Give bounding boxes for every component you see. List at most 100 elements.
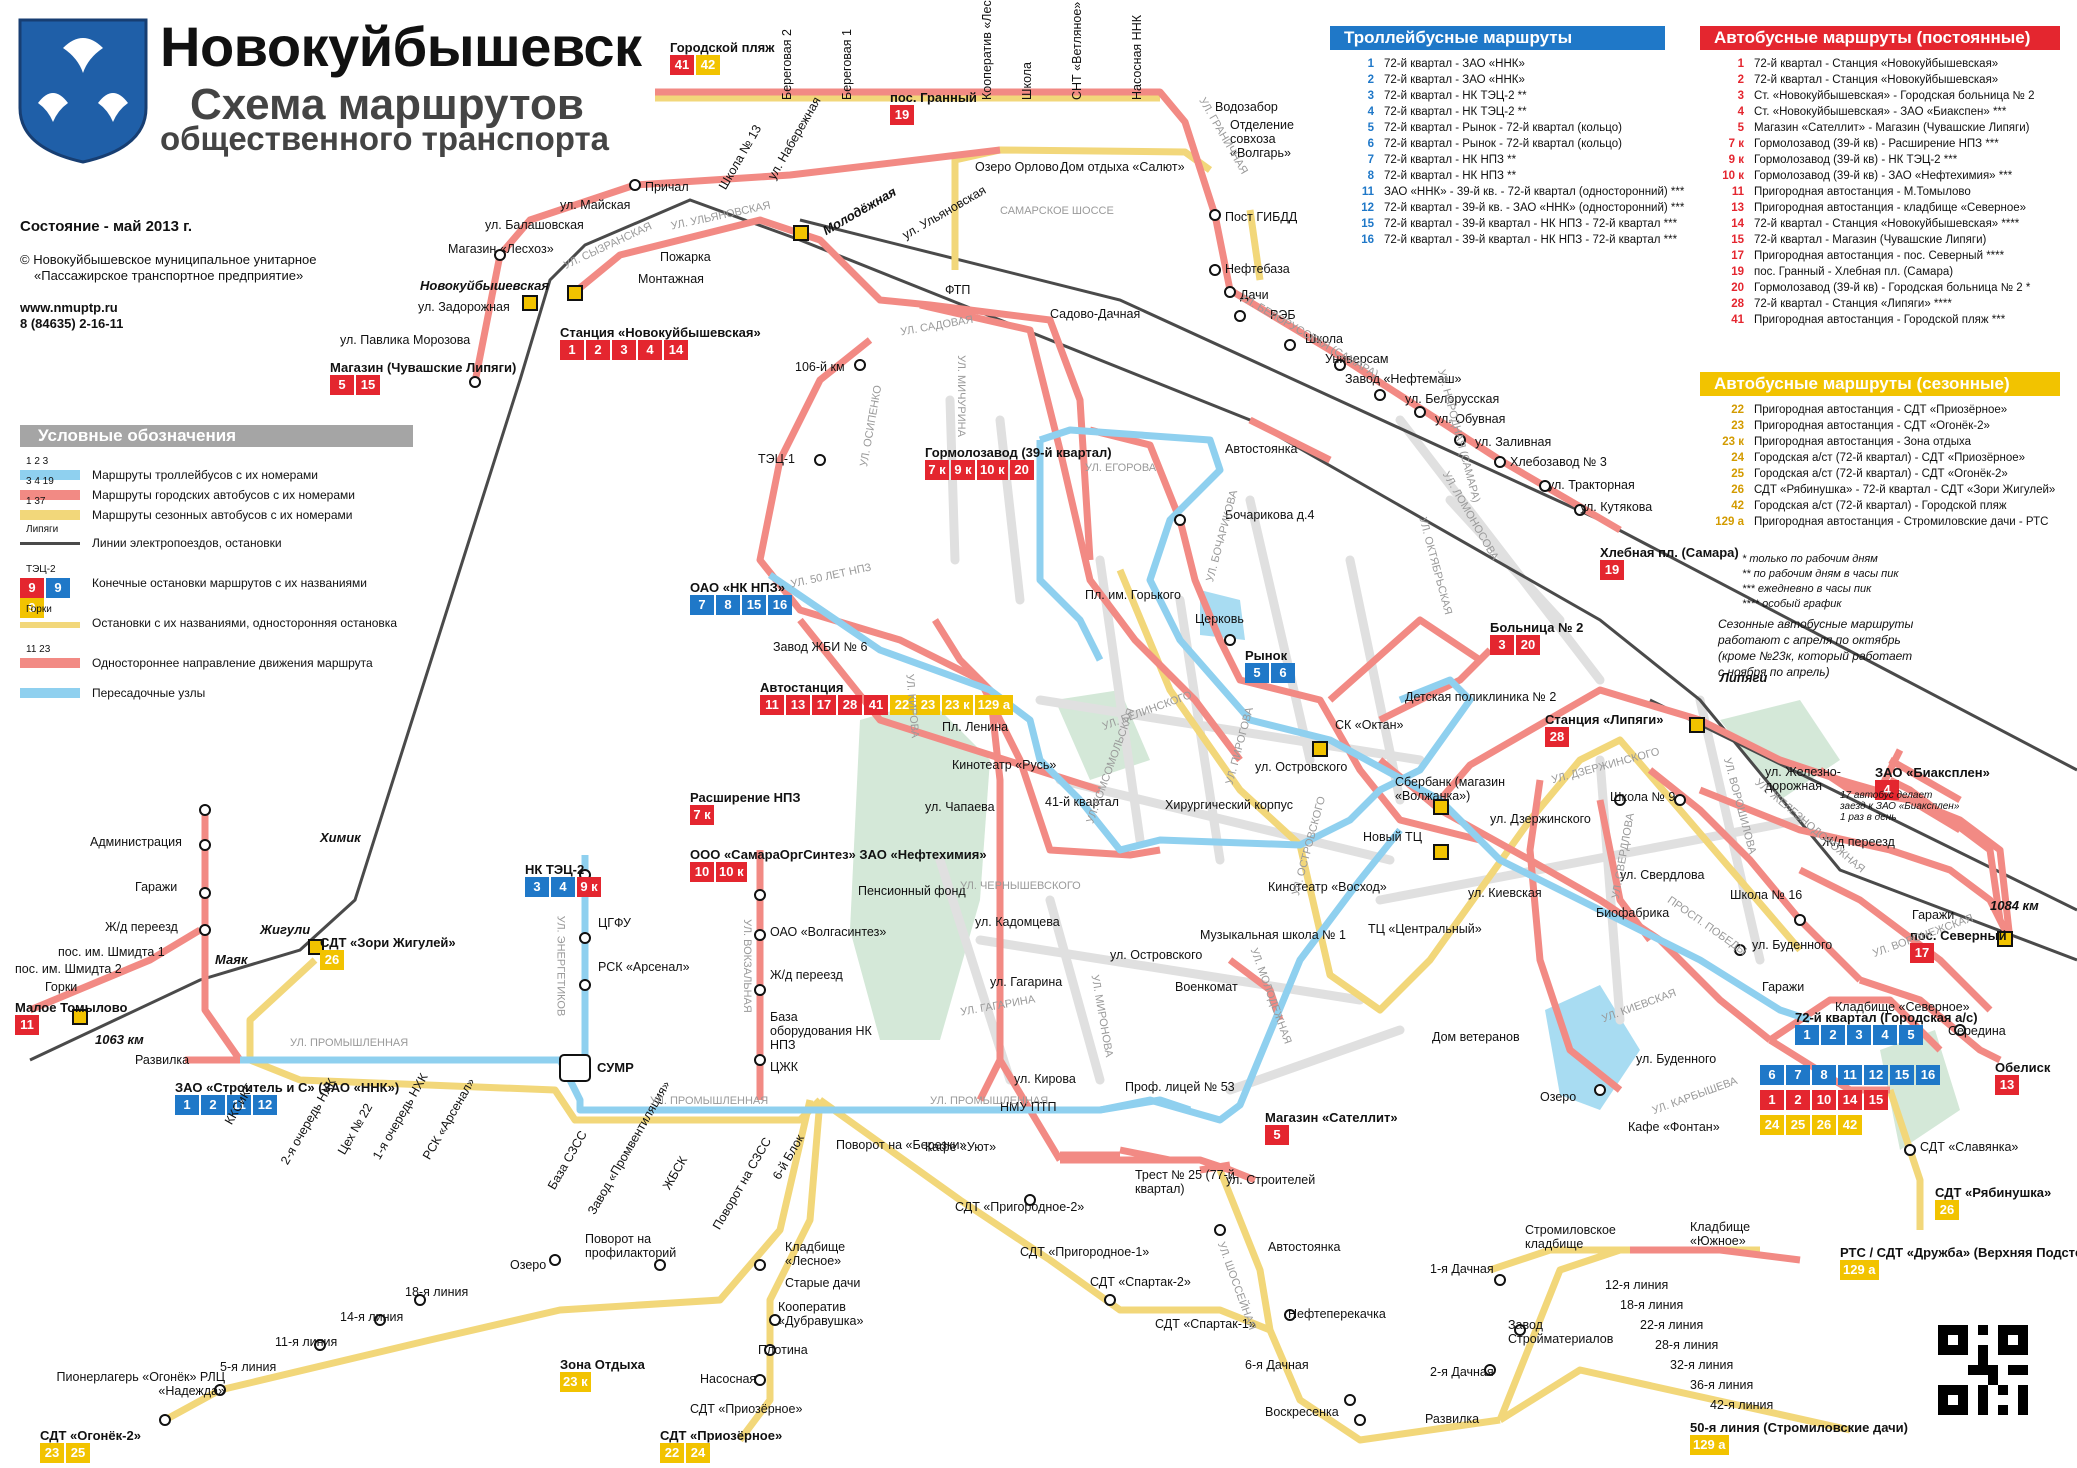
legend-label: Остановки с их названиями, односторонняя… (92, 616, 397, 630)
hub-marker (308, 939, 324, 955)
route-badge: 1 (1760, 1090, 1784, 1110)
route-badge: 11 (1838, 1065, 1862, 1085)
route-badge: 23 (916, 695, 940, 715)
stop-label: Церковь (1195, 612, 1244, 626)
stop-marker (199, 887, 211, 899)
route-badge: 23 к (942, 695, 973, 715)
route-badge: 7 (1786, 1065, 1810, 1085)
route-description: Городская а/ст (72-й квартал) - СДТ «Ого… (1754, 468, 2008, 480)
stop-label: Нефтебаза (1225, 262, 1290, 276)
route-badge: 15 (356, 375, 380, 395)
rail-km: 1063 км (95, 1032, 144, 1047)
stop-label: Дачи (1240, 288, 1269, 302)
stop-label: пос. им. Шмидта 2 (15, 962, 122, 976)
stop-marker (1614, 794, 1626, 806)
terminal-name: ООО «СамараОргСинтез» ЗАО «Нефтехимия» (690, 847, 987, 862)
stop-label: ул. Майская (560, 198, 631, 212)
stop-label: ТЭЦ-1 (758, 452, 795, 466)
stop-label: Пионерлагерь «Огонёк» РЛЦ «Надежда» (56, 1370, 225, 1398)
stop-marker (199, 839, 211, 851)
route-number: 2 (1737, 74, 1744, 86)
route-badge: 9 к (577, 877, 601, 897)
stop-label: ул. Балашовская (485, 218, 584, 232)
route-badge: 22 (890, 695, 914, 715)
stop-label: Нефтеперекачка (1288, 1307, 1386, 1321)
route-number: 14 (1731, 218, 1744, 230)
legend-badge: 9 (46, 578, 70, 598)
stop-marker (1174, 514, 1186, 526)
terminal-badges: 17 (1910, 943, 2007, 963)
stop-label: Насосная (700, 1372, 757, 1386)
route-badge: 8 (716, 595, 740, 615)
terminal-badges: 5 (1265, 1125, 1398, 1145)
route-badge: 10 к (977, 460, 1008, 480)
terminal-satellit: Магазин «Сателлит»5 (1265, 1110, 1398, 1145)
route-description: Пригородная автостанция - Зона отдыха (1754, 436, 1972, 448)
stop-label: Кинотеатр «Русь» (952, 758, 1057, 772)
route-row: 11 Пригородная автостанция - М.Томылово (1700, 184, 2060, 200)
railway-line (799, 218, 2077, 772)
terminal-name: СДТ «Огонёк-2» (40, 1428, 141, 1443)
stop-marker (1374, 389, 1386, 401)
route-badge: 26 (320, 950, 344, 970)
legend-label: Маршруты троллейбусов с их номерами (92, 468, 318, 482)
legend-badge: 9 (20, 578, 44, 598)
stop-label: РЭБ (1270, 308, 1296, 322)
stop-label: Пост ГИБДД (1225, 210, 1298, 224)
route-description: Гормолозавод (39-й кв) - НК ТЭЦ-2 *** (1754, 154, 1958, 166)
terminal-name: Магазин «Сателлит» (1265, 1110, 1398, 1125)
route-description: 72-й квартал - НК НПЗ ** (1384, 154, 1517, 166)
terminal-badges: 129 а (1690, 1435, 1908, 1455)
stop-marker (1224, 634, 1236, 646)
route-number: 13 (1731, 202, 1744, 214)
stop-marker (1494, 1274, 1506, 1286)
stop-label: ул. Белорусская (1405, 392, 1500, 406)
hub-marker (1433, 844, 1449, 860)
stop-label: Школа (1305, 332, 1343, 346)
park-area (850, 700, 990, 1040)
stop-label: ул. Гагарина (990, 975, 1063, 989)
terminal-name: пос. Северный (1910, 928, 2007, 943)
route-badge: 4 (638, 340, 662, 360)
route-badge: 5 (1265, 1125, 1289, 1145)
stop-label: Биофабрика (1596, 906, 1670, 920)
route-number: 11 (1731, 186, 1744, 198)
route-badge: 4 (551, 877, 575, 897)
stop-marker (1214, 1224, 1226, 1236)
seasonal-title: Автобусные маршруты (сезонные) (1700, 372, 2060, 396)
website-link[interactable]: www.nmuptp.ru (20, 300, 118, 315)
route-description: Гормолозавод (39-й кв) - ЗАО «Нефтехимия… (1754, 170, 2013, 182)
terminal-name: Городской пляж (670, 40, 775, 55)
route-description: Пригородная автостанция - М.Томылово (1754, 186, 1971, 198)
stop-marker (1904, 1144, 1916, 1156)
terminal-badges: 129 а (1840, 1260, 2077, 1280)
stop-label: Озеро (510, 1258, 547, 1272)
stop-label: Развилка (135, 1053, 190, 1067)
terminal-badges: 26 (1935, 1200, 2051, 1220)
terminal-name: Автостанция (760, 680, 844, 695)
route-number: 19 (1731, 266, 1744, 278)
route-badge: 5 (1899, 1025, 1923, 1045)
route-badge: 16 (768, 595, 792, 615)
stop-marker (1494, 456, 1506, 468)
terminal-neftehim: ООО «СамараОргСинтез» ЗАО «Нефтехимия»10… (690, 847, 987, 882)
route-number: 7 (1367, 154, 1374, 166)
route-description: 72-й квартал - Магазин (Чувашские Липяги… (1754, 234, 1987, 246)
stop-label: ул. Павлика Морозова (340, 333, 471, 347)
stop-marker (1674, 794, 1686, 806)
stop-label: ул. Тракторная (1548, 478, 1635, 492)
